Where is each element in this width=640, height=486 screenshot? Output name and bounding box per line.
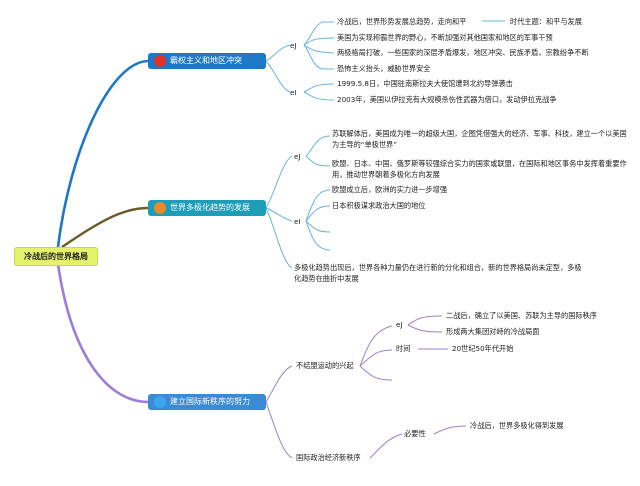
- list-item[interactable]: 2003年，美国以伊拉克有大规模杀伤性武器为借口，发动伊拉克战争: [337, 95, 557, 104]
- connector-b1-bracket-2a: [303, 83, 335, 93]
- list-item[interactable]: 1999.5.8日，中国驻南斯拉夫大使馆遭到北约导弹袭击: [337, 79, 513, 88]
- list-item[interactable]: 恐怖主义抬头，威胁世界安全: [337, 64, 431, 73]
- connector-root-branch-1: [56, 59, 149, 248]
- branch-hegemony[interactable]: 霸权主义和地区冲突: [148, 53, 266, 69]
- list-item[interactable]: 欧盟成立后，欧洲的实力进一步增强: [332, 185, 448, 194]
- connector-b1-bracket-1: [303, 21, 334, 46]
- connector-b2-bracket-1b: [305, 155, 331, 167]
- branch-multipolarity[interactable]: 世界多极化趋势的发展: [148, 200, 266, 216]
- list-item[interactable]: 冷战后，世界形势发展总趋势，走向和平: [337, 17, 467, 26]
- red-circle-icon: [154, 55, 166, 67]
- connector-b1-bracket-1b: [303, 37, 335, 46]
- connector-root-branch-2: [61, 206, 149, 248]
- connector-b3-eJ-a: [407, 315, 443, 326]
- connector-b3-t1-a: [359, 325, 393, 367]
- connector-b3-t2: [369, 433, 403, 459]
- connector-b3-need: [433, 425, 467, 435]
- group-marker: eI: [290, 88, 297, 97]
- connector-b1-group-1: [265, 44, 291, 62]
- connector-b2-group-1: [265, 155, 293, 209]
- list-item[interactable]: 冷战后，世界多极化得到发展: [470, 421, 564, 430]
- blue-circle-icon: [154, 396, 166, 408]
- connector-b2-summary: [265, 207, 293, 269]
- root-topic[interactable]: 冷战后的世界格局: [14, 247, 98, 266]
- branch-label: 建立国际新秩序的努力: [170, 397, 250, 406]
- connector-b2-bracket-2c: [305, 220, 331, 233]
- connector-b2-bracket-2b: [305, 205, 331, 222]
- connector-b3-topic-2: [265, 401, 293, 459]
- list-item[interactable]: 苏联解体后，美国成为唯一的超级大国，企图凭借强大的经济、军事、科技，建立一个以美…: [332, 129, 627, 149]
- list-item[interactable]: 形成两大集团对峙的冷战局面: [446, 327, 540, 336]
- list-item[interactable]: 美国为实现称霸世界的野心，不断加强对其他国家和地区的军事干预: [337, 33, 553, 42]
- group-marker: 必要性: [404, 429, 426, 438]
- connector-b3-t1-b: [359, 349, 393, 367]
- list-item[interactable]: 日本积极谋求政治大国的地位: [332, 201, 426, 210]
- connector-b1-group-2: [265, 60, 291, 93]
- connector-b1-bracket-1d: [303, 44, 334, 70]
- list-item[interactable]: 二战后，确立了以美国、苏联为主导的国际秩序: [446, 311, 597, 320]
- connector-b2-bracket-2d: [305, 220, 331, 251]
- connector-b1-bracket-2b: [303, 91, 335, 101]
- group-marker: eJ: [290, 41, 297, 50]
- connector-b2-group-2: [265, 207, 293, 222]
- connector-b3-t1-c: [359, 365, 393, 381]
- group-marker: 时间: [396, 344, 411, 353]
- topic-label[interactable]: 国际政治经济新秩序: [296, 453, 361, 462]
- list-item[interactable]: 欧盟、日本、中国、俄罗斯等较强综合实力的国家或联盟，在国际和地区事务中发挥着重要…: [332, 159, 627, 179]
- branch-label: 霸权主义和地区冲突: [170, 56, 242, 65]
- connector-b3-topic-1: [265, 365, 293, 403]
- group-marker: eJ: [294, 152, 301, 161]
- connector-b2-bracket-1a: [305, 135, 331, 157]
- list-item[interactable]: 两极格局打破，一些国家的深层矛盾爆发，地区冲突、民族矛盾，宗教纷争不断: [337, 48, 589, 57]
- connector-root-branch-3: [56, 263, 149, 404]
- group-marker: eJ: [396, 320, 403, 329]
- topic-label[interactable]: 不结盟运动的兴起: [296, 361, 354, 370]
- branch-label: 世界多极化趋势的发展: [170, 203, 250, 212]
- group-marker: eI: [294, 217, 301, 226]
- connector-b3-eJ-b: [407, 324, 443, 333]
- branch-new-order[interactable]: 建立国际新秩序的努力: [148, 394, 266, 410]
- summary-text[interactable]: 多极化趋势出现后，世界各种力量仍在进行新的分化和组合，新的世界格局尚未定型，多极…: [294, 263, 582, 283]
- orange-circle-icon: [154, 202, 166, 214]
- side-note[interactable]: 时代主题：和平与发展: [510, 17, 582, 26]
- connector-b1-bracket-1c: [303, 44, 335, 54]
- list-item[interactable]: 20世纪50年代开始: [452, 344, 514, 353]
- connector-b2-bracket-2a: [305, 189, 331, 222]
